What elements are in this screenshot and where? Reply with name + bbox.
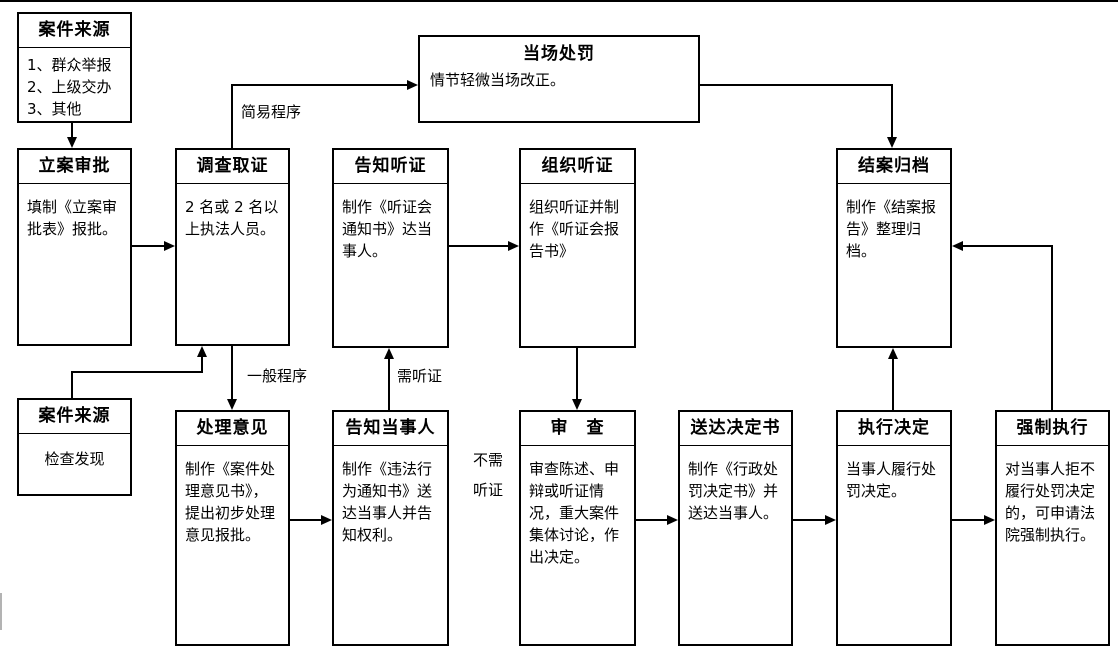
box-case-closing: 结案归档 制作《结案报告》整理归档。 <box>836 148 952 348</box>
list-item: 3、其他 <box>27 100 82 118</box>
box-title-investigation: 调查取证 <box>177 150 288 184</box>
box-body-case-source-bottom: 检查发现 <box>44 450 105 468</box>
line-investigation-up <box>231 84 233 148</box>
arrowhead-right-execute <box>825 515 836 525</box>
box-title-notify-party: 告知当事人 <box>334 412 447 446</box>
box-title-case-closing: 结案归档 <box>838 150 950 184</box>
line-casesource2-up <box>71 371 73 398</box>
box-title-review: 审 查 <box>521 412 634 446</box>
line-compulsory-up <box>1051 246 1053 410</box>
box-body-hearing-notice: 制作《听证会通知书》达当事人。 <box>342 198 433 260</box>
line-notify-to-hearingnotice <box>388 354 390 410</box>
arrowhead-right-onspot <box>407 80 418 90</box>
box-hearing-notice: 告知听证 制作《听证会通知书》达当事人。 <box>332 148 449 348</box>
box-case-source-bottom: 案件来源 检查发现 <box>17 398 132 496</box>
label-hearing-required: 需听证 <box>395 365 445 386</box>
box-body-case-closing: 制作《结案报告》整理归档。 <box>846 198 937 260</box>
arrowhead-right-compulsory <box>984 515 995 525</box>
line-handling-to-notify <box>290 519 326 521</box>
box-title-filing-approval: 立案审批 <box>19 150 130 184</box>
box-investigation: 调查取证 2 名或 2 名以上执法人员。 <box>175 148 290 346</box>
arrowhead-down-filing <box>67 137 77 148</box>
box-title-hearing-notice: 告知听证 <box>334 150 447 184</box>
line-casesource2-right <box>71 371 203 373</box>
box-body-compulsory-execution: 对当事人拒不履行处罚决定的，可申请法院强制执行。 <box>1005 460 1096 544</box>
arrowhead-up-hearingnotice <box>384 348 394 359</box>
line-filing-to-investigation <box>132 245 168 247</box>
line-organize-to-review <box>576 348 578 400</box>
arrowhead-right-investigation <box>164 241 175 251</box>
box-body-case-source-top: 1、群众举报 2、上级交办 3、其他 <box>19 48 130 126</box>
box-compulsory-execution: 强制执行 对当事人拒不履行处罚决定的，可申请法院强制执行。 <box>995 410 1110 646</box>
box-deliver-decision: 送达决定书 制作《行政处罚决定书》并送达当事人。 <box>678 410 793 646</box>
box-title-deliver-decision: 送达决定书 <box>680 412 791 446</box>
line-onspot-right <box>700 84 893 86</box>
list-item: 1、群众举报 <box>27 56 112 74</box>
box-handling-opinion: 处理意见 制作《案件处理意见书》，提出初步处理意见报批。 <box>175 410 290 646</box>
arrowhead-down-review <box>572 399 582 410</box>
arrowhead-up-investigation <box>197 346 207 357</box>
arrowhead-up-caseclosing <box>888 348 898 359</box>
box-organize-hearing: 组织听证 组织听证并制作《听证会报告书》 <box>519 148 636 348</box>
box-title-compulsory-execution: 强制执行 <box>997 412 1108 446</box>
arrowhead-right-deliver <box>667 515 678 525</box>
line-onspot-down <box>891 84 893 138</box>
box-execute-decision: 执行决定 当事人履行处罚决定。 <box>836 410 952 646</box>
label-general-procedure: 一般程序 <box>245 365 310 386</box>
box-body-notify-party: 制作《违法行为通知书》送达当事人并告知权利。 <box>342 460 433 544</box>
line-review-to-deliver <box>636 519 672 521</box>
line-to-onspot <box>231 84 411 86</box>
label-simple-procedure: 简易程序 <box>239 101 304 122</box>
box-filing-approval: 立案审批 填制《立案审批表》报批。 <box>17 148 132 346</box>
box-title-handling-opinion: 处理意见 <box>177 412 288 446</box>
label-hearing-not-required-line1: 不需 <box>471 449 506 470</box>
arrowhead-down-caseclosing <box>887 137 897 148</box>
box-review: 审 查 审查陈述、申辩或听证情况，重大案件集体讨论，作出决定。 <box>519 410 636 646</box>
line-hearingnotice-to-organize <box>449 245 513 247</box>
top-border-line <box>0 0 1118 2</box>
line-deliver-to-execute <box>793 519 830 521</box>
line-compulsory-left <box>958 245 1053 247</box>
line-casesource-to-filing <box>71 123 73 143</box>
arrowhead-right-organize <box>508 241 519 251</box>
arrowhead-down-handling <box>227 399 237 410</box>
line-execute-to-caseclosing <box>892 354 894 410</box>
list-item: 2、上级交办 <box>27 78 112 96</box>
box-body-on-spot-penalty: 情节轻微当场改正。 <box>430 71 566 89</box>
box-body-filing-approval: 填制《立案审批表》报批。 <box>27 198 118 238</box>
line-casesource2-riser <box>201 352 203 373</box>
box-title-on-spot-penalty: 当场处罚 <box>523 44 595 64</box>
line-investigation-down <box>231 346 233 400</box>
arrowhead-right-notify <box>321 515 332 525</box>
box-title-execute-decision: 执行决定 <box>838 412 950 446</box>
arrowhead-left-caseclosing <box>952 241 963 251</box>
box-title-case-source-bottom: 案件来源 <box>19 400 130 434</box>
box-body-organize-hearing: 组织听证并制作《听证会报告书》 <box>529 198 620 260</box>
box-body-handling-opinion: 制作《案件处理意见书》，提出初步处理意见报批。 <box>185 460 276 544</box>
box-title-organize-hearing: 组织听证 <box>521 150 634 184</box>
box-on-spot-penalty: 当场处罚 情节轻微当场改正。 <box>418 35 700 123</box>
box-case-source-top: 案件来源 1、群众举报 2、上级交办 3、其他 <box>17 12 132 123</box>
box-body-review: 审查陈述、申辩或听证情况，重大案件集体讨论，作出决定。 <box>529 460 620 566</box>
box-title-case-source-top: 案件来源 <box>19 14 130 48</box>
stray-mark <box>0 593 2 630</box>
box-body-deliver-decision: 制作《行政处罚决定书》并送达当事人。 <box>688 460 779 522</box>
line-execute-to-compulsory <box>952 519 989 521</box>
box-notify-party: 告知当事人 制作《违法行为通知书》送达当事人并告知权利。 <box>332 410 449 646</box>
box-body-investigation: 2 名或 2 名以上执法人员。 <box>185 198 279 238</box>
box-body-execute-decision: 当事人履行处罚决定。 <box>846 460 937 500</box>
label-hearing-not-required-line2: 听证 <box>471 479 506 500</box>
